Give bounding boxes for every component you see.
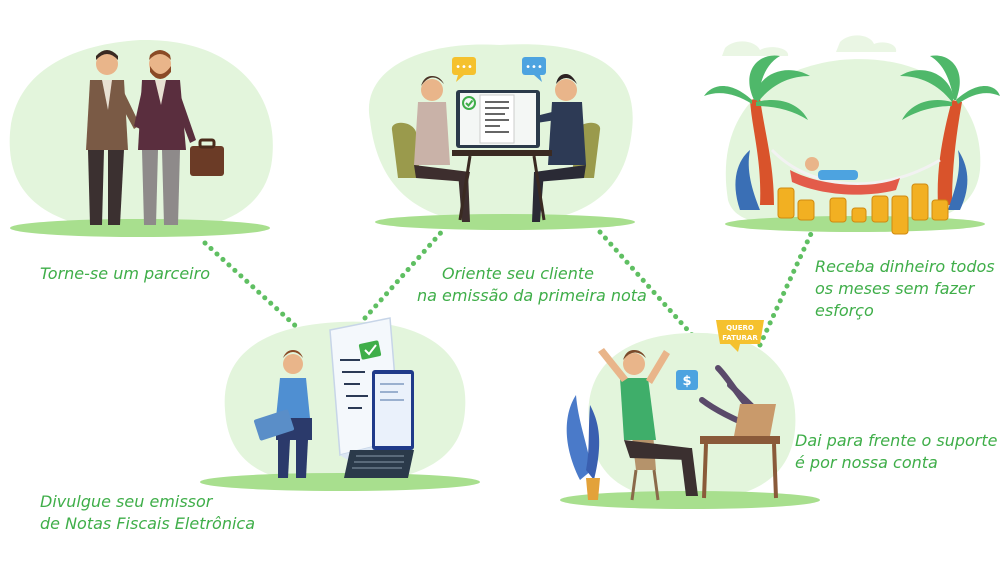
cloud xyxy=(836,35,897,52)
person-with-laptop xyxy=(254,350,312,478)
scene-laptop-invoice xyxy=(200,317,480,491)
businessman-left xyxy=(86,50,140,225)
palm-trunk-left xyxy=(750,98,774,205)
coin-stacks xyxy=(777,183,949,235)
ground-shadow xyxy=(560,491,820,509)
caption-line: é por nossa conta xyxy=(795,453,938,472)
caption-line: na emissão da primeira nota xyxy=(417,286,647,305)
caption-line: Divulgue seu emissor xyxy=(40,492,213,511)
step-caption-guide-client: Oriente seu cliente na emissão da primei… xyxy=(417,263,647,307)
caption-line: os meses sem fazer xyxy=(815,279,975,298)
man-excited xyxy=(598,348,698,496)
ground-shadow xyxy=(200,473,480,491)
palm-leaves-right xyxy=(900,55,1000,120)
cloud xyxy=(722,41,789,56)
chair-left xyxy=(391,122,420,178)
speech-bubble-icon: ••• xyxy=(452,57,476,82)
connector-1-to-4 xyxy=(202,240,303,333)
step-caption-support: Dai para frente o suporte é por nossa co… xyxy=(795,430,997,474)
caption-line: Oriente seu cliente xyxy=(442,264,594,283)
caption-line: esforço xyxy=(815,301,874,320)
palm-trunk-right xyxy=(937,100,962,205)
ground-shadow xyxy=(375,214,635,230)
plants xyxy=(735,150,968,210)
speech-bubble-icon: ••• xyxy=(522,57,546,82)
desk xyxy=(700,404,780,499)
badge-line-1: QUERO xyxy=(726,324,754,332)
svg-text:$: $ xyxy=(682,374,691,389)
connector-5-to-3 xyxy=(757,222,818,348)
step-caption-receive-money: Receba dinheiro todos os meses sem fazer… xyxy=(815,256,995,322)
table xyxy=(452,150,552,221)
badge: QUERO FATURAR xyxy=(716,320,764,352)
badge-line-2: FATURAR xyxy=(722,334,758,342)
dollar-icon: $ xyxy=(676,370,698,390)
laptop-large xyxy=(344,370,414,478)
ground-shadow xyxy=(10,219,270,237)
monitor-document xyxy=(456,90,540,148)
scene-meeting: ••• ••• xyxy=(368,44,635,230)
caption-line: Dai para frente o suporte xyxy=(795,431,998,450)
step-caption-promote-issuer: Divulgue seu emissor de Notas Fiscais El… xyxy=(40,491,255,535)
step-caption-partner: Torne-se um parceiro xyxy=(40,263,210,285)
caption-line: Receba dinheiro todos xyxy=(815,257,995,276)
svg-text:•••: ••• xyxy=(525,62,543,73)
person-right xyxy=(528,74,586,222)
palm-leaves-left xyxy=(704,55,810,120)
svg-text:•••: ••• xyxy=(455,62,473,73)
briefcase-icon xyxy=(190,138,224,176)
scene-beach xyxy=(704,35,1000,235)
hammock xyxy=(770,148,941,195)
businessman-right xyxy=(134,50,196,225)
caption-line: Torne-se um parceiro xyxy=(40,264,210,283)
caption-line: de Notas Fiscais Eletrônica xyxy=(40,514,256,533)
scene-handshake xyxy=(9,39,273,237)
scene-desk-support: QUERO FATURAR $ xyxy=(560,320,820,509)
plant xyxy=(566,395,600,500)
